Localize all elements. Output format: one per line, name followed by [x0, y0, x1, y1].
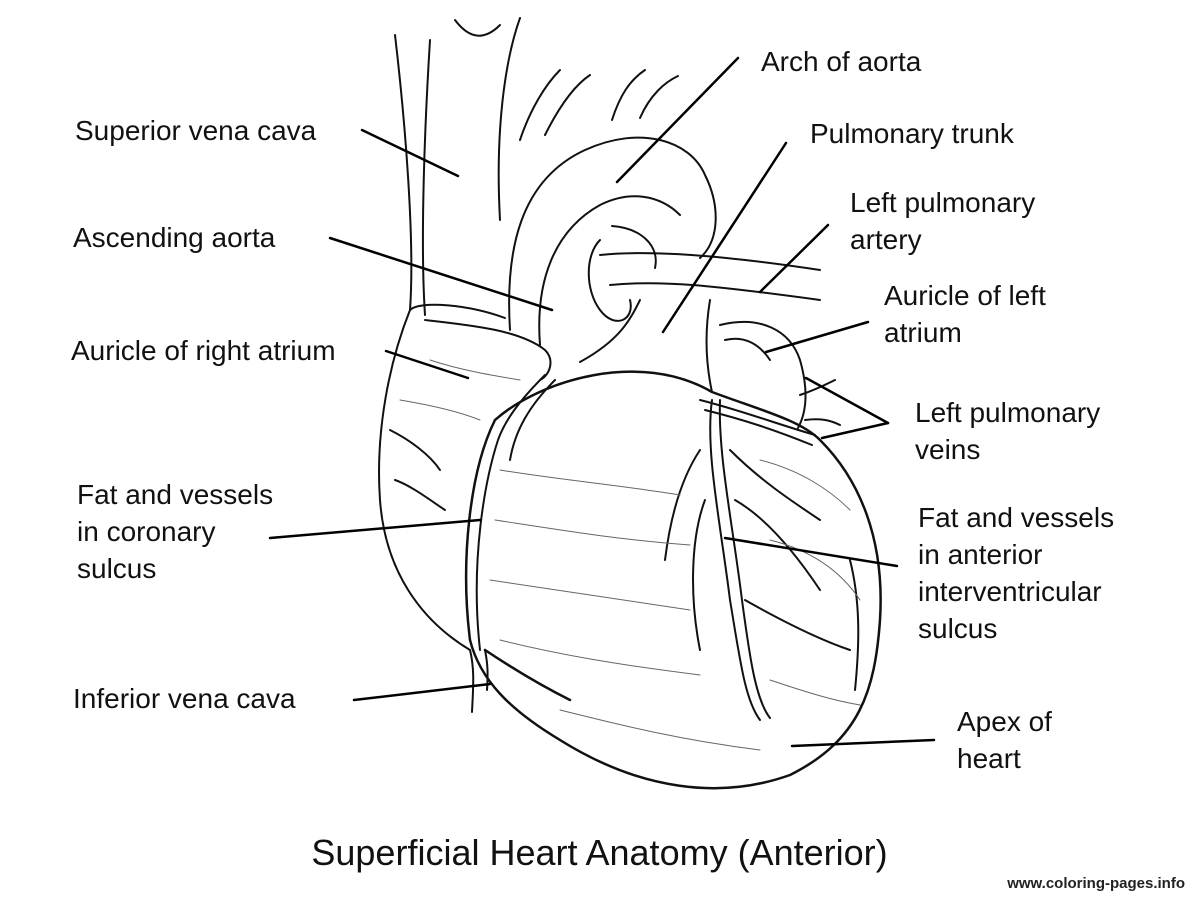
leader-ascending-aorta	[328, 236, 554, 312]
label-arch-of-aorta: Arch of aorta	[761, 46, 922, 77]
coronary-sulcus-drawing	[475, 374, 816, 651]
superior-vena-cava-drawing	[394, 17, 521, 319]
leader-pulmonary-trunk	[661, 141, 788, 334]
leader-inferior-vena-cava	[352, 682, 492, 702]
label-ascending-aorta: Ascending aorta	[73, 222, 276, 253]
inferior-vena-cava-drawing	[469, 649, 489, 713]
label-left-pulmonary-veins: Left pulmonary veins	[915, 397, 1101, 465]
leader-left-pulmonary-vein-lower	[820, 421, 890, 440]
leader-arch-of-aorta	[615, 56, 740, 184]
right-atrium-drawing	[378, 309, 552, 651]
surface-texture-drawing	[399, 359, 861, 751]
label-left-pulmonary-artery: Left pulmonary artery	[850, 187, 1036, 255]
leader-lines	[268, 56, 936, 748]
label-pulmonary-trunk: Pulmonary trunk	[810, 118, 1014, 149]
label-fat-anterior: Fat and vessels in anterior interventric…	[918, 502, 1115, 644]
label-apex: Apex of heart	[957, 706, 1052, 774]
left-auricle-drawing	[719, 320, 841, 429]
leader-fat-coronary	[268, 518, 482, 540]
label-auricle-left-atrium: Auricle of left atrium	[884, 280, 1046, 348]
leader-superior-vena-cava	[360, 128, 460, 178]
leader-auricle-right-atrium	[384, 349, 470, 380]
aorta-drawing	[508, 69, 717, 346]
ventricles-drawing	[464, 370, 882, 790]
label-fat-coronary: Fat and vessels in coronary sulcus	[77, 479, 274, 584]
leader-left-pulmonary-artery	[758, 223, 830, 294]
leader-auricle-left-atrium	[764, 320, 870, 354]
watermark: www.coloring-pages.info	[1007, 875, 1185, 892]
leader-left-pulmonary-vein-upper	[804, 376, 890, 425]
leader-fat-anterior	[723, 536, 899, 568]
diagram-title: Superficial Heart Anatomy (Anterior)	[311, 832, 888, 873]
interventricular-vessels-drawing	[664, 399, 860, 721]
label-auricle-right-atrium: Auricle of right atrium	[71, 335, 336, 366]
label-inferior-vena-cava: Inferior vena cava	[73, 683, 296, 714]
label-superior-vena-cava: Superior vena cava	[75, 115, 317, 146]
leader-apex	[790, 738, 936, 748]
